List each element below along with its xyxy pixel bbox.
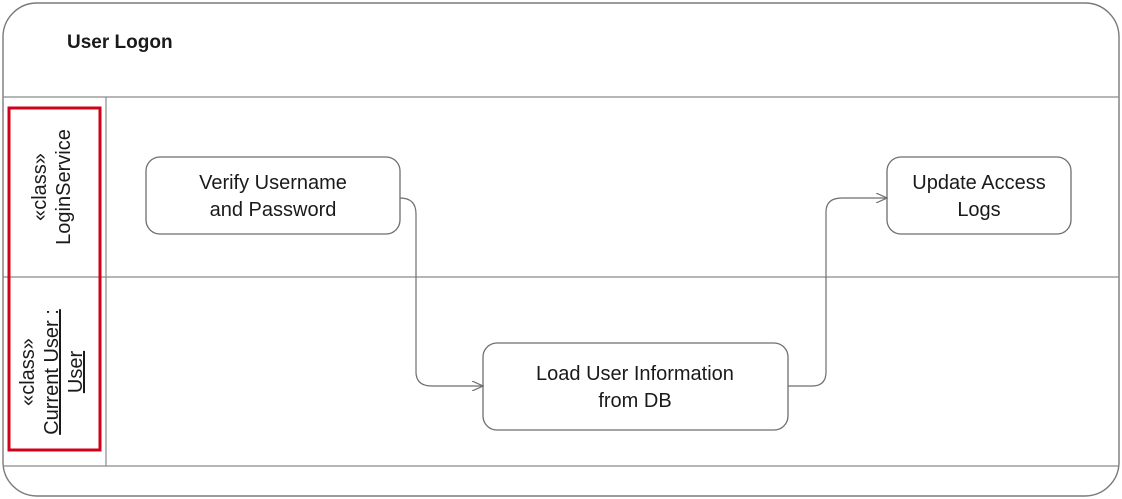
action-node	[482, 342, 789, 431]
flow-verify-to-load	[399, 197, 483, 386]
lane-name-line2: User	[65, 351, 87, 394]
action-label-line2: and Password	[210, 199, 337, 221]
lane-label-loginservice: «class» LoginService	[29, 129, 75, 245]
action-label-line2: Logs	[957, 199, 1000, 221]
lane-name-line1: Current User :	[41, 309, 63, 435]
action-label-line2: from DB	[598, 390, 671, 412]
lane-stereotype: «class»	[29, 153, 51, 221]
lane-stereotype: «class»	[17, 338, 39, 406]
action-verify-username-and-password[interactable]: Verify Username and Password	[145, 156, 401, 235]
diagram-title: User Logon	[67, 32, 173, 53]
action-label-line1: Load User Information	[536, 363, 734, 385]
action-node	[886, 156, 1072, 235]
flow-load-to-update	[788, 198, 887, 387]
lane-name: LoginService	[53, 129, 75, 245]
lane-label-current-user: «class» Current User : User	[17, 309, 87, 435]
lane-header-highlight	[7, 106, 102, 452]
action-load-user-information[interactable]: Load User Information from DB	[482, 342, 789, 431]
action-node	[145, 156, 401, 235]
action-update-access-logs[interactable]: Update Access Logs	[886, 156, 1072, 235]
action-label-line1: Verify Username	[199, 172, 347, 194]
action-label-line1: Update Access	[912, 172, 1045, 194]
